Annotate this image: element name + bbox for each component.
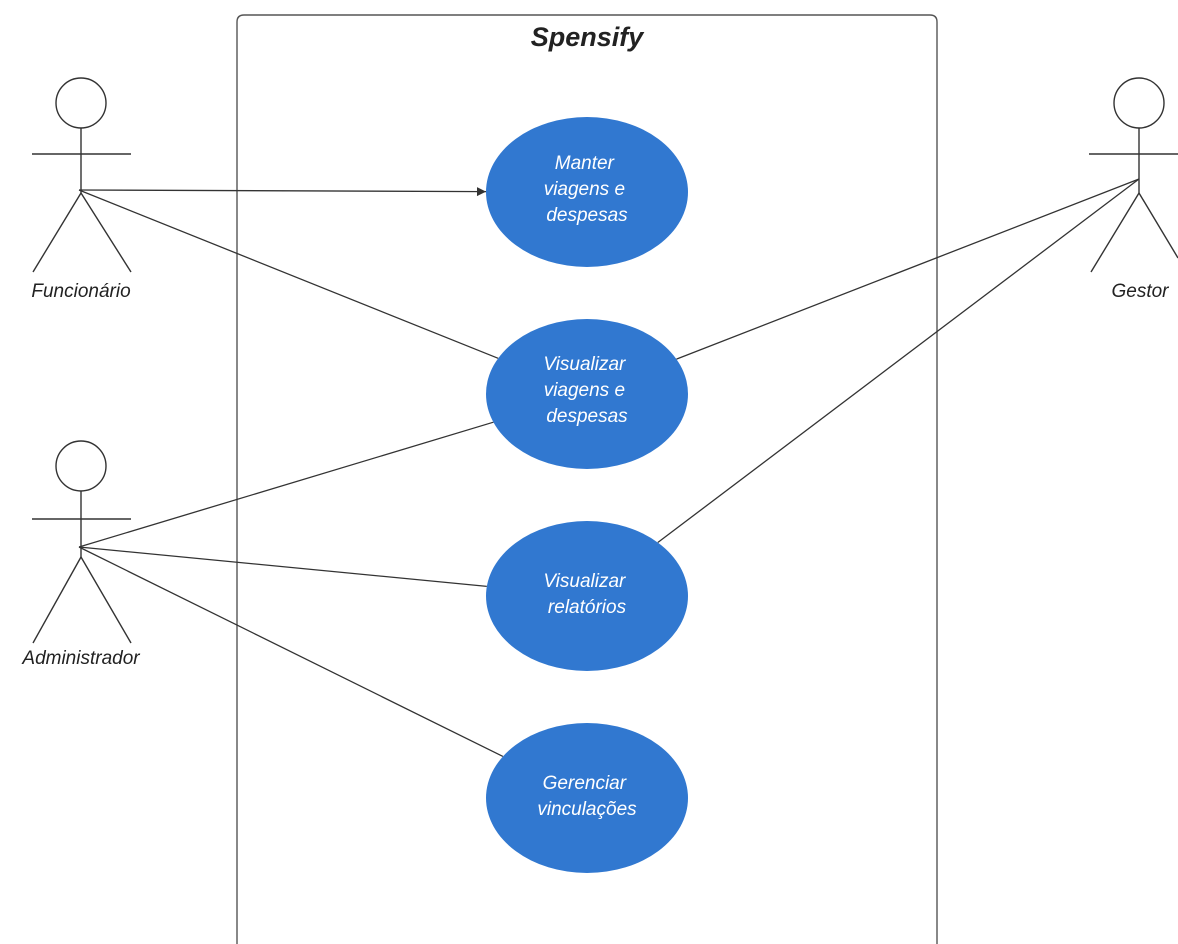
actor-gestor-label: Gestor	[1111, 281, 1169, 302]
system-title: Spensify	[531, 22, 646, 52]
usecase-visualizar-relatorios-line-2: relatórios	[548, 597, 627, 618]
usecase-gerenciar-ellipse[interactable]	[486, 723, 688, 873]
actor-administrador-left-leg	[32, 556, 82, 644]
actor-gestor-right-leg	[1138, 192, 1178, 259]
association-arrowhead-funcionario-manter	[476, 187, 487, 197]
actor-gestor-head	[1113, 77, 1165, 129]
usecase-gerenciar-line-2: vinculações	[537, 799, 637, 820]
usecase-gerenciar-line-1: Gerenciar	[543, 773, 627, 794]
usecase-visualizar-relatorios-ellipse[interactable]	[486, 521, 688, 671]
association-administrador-visualizar_viagens	[78, 421, 494, 548]
usecase-visualizar-viagens-label: Visualizar viagens e despesas	[543, 354, 630, 427]
usecase-visualizar-viagens-line-2: viagens e	[544, 380, 625, 401]
actor-funcionario-right-leg	[80, 192, 132, 273]
actor-funcionario-head	[55, 77, 107, 129]
actor-funcionario-label: Funcionário	[31, 281, 130, 302]
association-administrador-visualizar_relatorios	[78, 546, 487, 587]
usecase-manter-ellipse[interactable]	[486, 117, 688, 267]
actor-gestor-left-leg	[1090, 192, 1140, 273]
usecase-visualizar-relatorios-line-1: Visualizar	[543, 571, 626, 592]
system-boundary: Spensify	[236, 14, 938, 944]
association-funcionario-visualizar_viagens	[78, 189, 499, 359]
actor-gestor[interactable]: Gestor	[1089, 77, 1178, 302]
usecase-manter-label: Manter viagens e despesas	[544, 153, 631, 226]
usecase-visualizar-relatorios[interactable]: Visualizar relatórios	[486, 521, 688, 671]
actor-funcionario[interactable]: Funcionário	[31, 77, 132, 302]
association-gestor-visualizar_viagens	[676, 178, 1140, 360]
usecase-visualizar-viagens-ellipse[interactable]	[486, 319, 688, 469]
usecase-visualizar-viagens-line-3: despesas	[546, 406, 628, 427]
usecase-visualizar-viagens-despesas[interactable]: Visualizar viagens e despesas	[486, 319, 688, 469]
actor-administrador[interactable]: Administrador	[21, 440, 140, 669]
usecase-manter-line-3: despesas	[546, 205, 628, 226]
associations	[78, 178, 1140, 758]
actor-administrador-label: Administrador	[21, 648, 140, 669]
system-boundary-frame	[236, 14, 938, 944]
use-cases: Manter viagens e despesas Visualizar via…	[486, 117, 688, 873]
actor-administrador-right-leg	[80, 556, 132, 644]
usecase-manter-line-1: Manter	[555, 153, 615, 174]
usecase-gerenciar-label: Gerenciar vinculações	[537, 773, 637, 820]
usecase-visualizar-relatorios-label: Visualizar relatórios	[543, 571, 630, 618]
usecase-manter-line-2: viagens e	[544, 179, 625, 200]
usecase-visualizar-viagens-line-1: Visualizar	[543, 354, 626, 375]
actor-administrador-head	[55, 440, 107, 492]
actor-funcionario-left-leg	[32, 192, 82, 273]
association-gestor-visualizar_relatorios	[657, 178, 1140, 544]
association-administrador-gerenciar	[78, 546, 504, 758]
usecase-manter-viagens-despesas[interactable]: Manter viagens e despesas	[486, 117, 688, 267]
association-funcionario-manter	[78, 189, 487, 193]
usecase-gerenciar-vinculacoes[interactable]: Gerenciar vinculações	[486, 723, 688, 873]
